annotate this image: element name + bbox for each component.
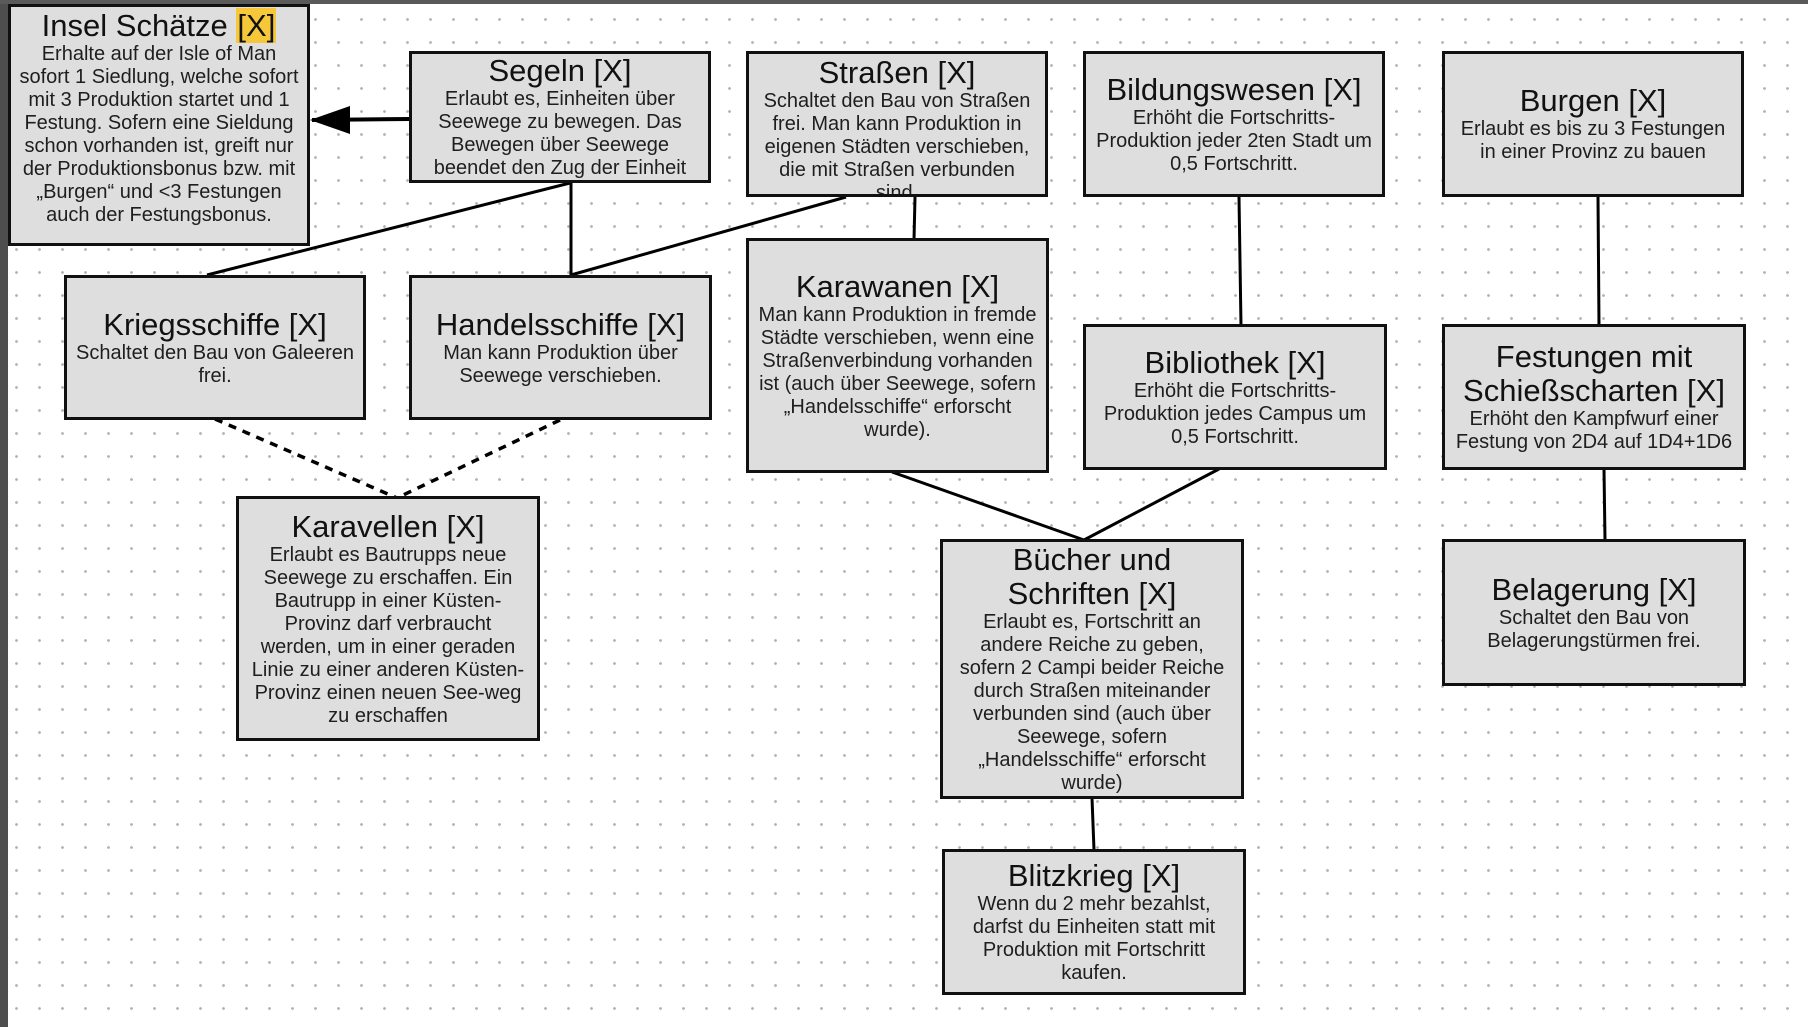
node-description: Erlaubt es Bautrupps neue Seewege zu ers… <box>251 543 525 727</box>
node-karawanen[interactable]: Karawanen [X] Man kann Produktion in fre… <box>746 238 1049 473</box>
node-strassen[interactable]: Straßen [X] Schaltet den Bau von Straßen… <box>746 51 1048 197</box>
node-title: Karawanen [X] <box>795 268 1000 304</box>
node-description: Man kann Produktion in fremde Städte ver… <box>758 303 1037 441</box>
node-bibliothek[interactable]: Bibliothek [X] Erhöht die Fortschritts-P… <box>1083 324 1387 470</box>
node-description: Man kann Produktion über Seewege verschi… <box>443 341 678 387</box>
node-title: Bildungswesen [X] <box>1106 71 1362 107</box>
node-festungen-mit-schiessscharten[interactable]: Festungen mit Schießscharten [X] Erhöht … <box>1442 324 1746 470</box>
node-belagerung[interactable]: Belagerung [X] Schaltet den Bau von Bela… <box>1442 539 1746 686</box>
node-description: Schaltet den Bau von Galeeren frei. <box>76 341 354 387</box>
node-title: Bücher und Schriften [X] <box>1007 542 1177 611</box>
node-description: Erlaubt es, Fortschritt an andere Reiche… <box>959 611 1225 794</box>
node-karavellen[interactable]: Karavellen [X] Erlaubt es Bautrupps neue… <box>236 496 540 741</box>
node-title: Handelsschiffe [X] <box>435 306 686 342</box>
node-kriegsschiffe[interactable]: Kriegsschiffe [X] Schaltet den Bau von G… <box>64 275 366 420</box>
edge-karawanen-buecher <box>891 470 1085 542</box>
node-handelsschiffe[interactable]: Handelsschiffe [X] Man kann Produktion ü… <box>409 275 712 420</box>
edge-bibliothek-buecher <box>1083 467 1220 542</box>
node-description: Erhalte auf der Isle of Man sofort 1 Sie… <box>19 43 299 226</box>
node-description: Wenn du 2 mehr bezahlst, darfst du Einhe… <box>972 893 1216 984</box>
node-burgen[interactable]: Burgen [X] Erlaubt es bis zu 3 Festungen… <box>1442 51 1744 197</box>
edge-kriegsschiffe-karavellen <box>214 417 398 500</box>
node-description: Erhöht die Fortschritts-Produktion jeder… <box>1096 106 1372 175</box>
node-title: Festungen mit Schießscharten [X] <box>1463 339 1725 408</box>
node-description: Erlaubt es bis zu 3 Festungen in einer P… <box>1460 118 1726 163</box>
node-title-text: Insel Schätze <box>41 8 228 43</box>
node-title: Burgen [X] <box>1519 83 1667 118</box>
node-title: Belagerung [X] <box>1491 571 1697 607</box>
node-description: Schaltet den Bau von Straßen frei. Man k… <box>763 90 1031 197</box>
edge-segeln-kriegsschiffe <box>206 181 571 277</box>
node-blitzkrieg[interactable]: Blitzkrieg [X] Wenn du 2 mehr bezahlst, … <box>942 849 1246 995</box>
node-title: Bibliothek [X] <box>1144 344 1326 380</box>
window-left-edge <box>0 0 8 1027</box>
node-description: Erlaubt es, Einheiten über Seewege zu be… <box>433 88 687 179</box>
node-bildungswesen[interactable]: Bildungswesen [X] Erhöht die Fortschritt… <box>1083 51 1385 197</box>
node-segeln[interactable]: Segeln [X] Erlaubt es, Einheiten über Se… <box>409 51 711 183</box>
edge-buecher-blitzkrieg <box>1090 797 1096 851</box>
node-title: Blitzkrieg [X] <box>1007 858 1181 893</box>
node-title: Karavellen [X] <box>291 508 485 544</box>
node-title: Straßen [X] <box>818 55 976 90</box>
node-description: Schaltet den Bau von Belagerungstürmen f… <box>1487 606 1701 652</box>
node-description: Erhöht die Fortschritts-Produktion jedes… <box>1103 379 1367 448</box>
node-buecher-und-schriften[interactable]: Bücher und Schriften [X] Erlaubt es, For… <box>940 539 1244 799</box>
edge-handelsschiffe-karavellen <box>396 418 561 500</box>
edge-strassen-karawanen <box>912 196 917 241</box>
edge-festungen-belagerung <box>1602 468 1607 541</box>
node-title: Kriegsschiffe [X] <box>103 306 327 342</box>
arrowhead-insel-schaetze <box>310 106 350 134</box>
edge-strassen-handelsschiffe <box>570 195 847 277</box>
node-description: Erhöht den Kampfwurf einer Festung von 2… <box>1455 408 1733 453</box>
highlighted-tag: [X] <box>236 8 277 43</box>
edge-bildungswesen-bibliothek <box>1237 196 1243 327</box>
node-insel-schaetze[interactable]: Insel Schätze [X] Erhalte auf der Isle o… <box>8 4 310 246</box>
node-title: Insel Schätze [X] <box>41 8 277 43</box>
window-top-edge <box>0 0 1808 4</box>
edge-burgen-festungen <box>1596 196 1601 327</box>
node-title: Segeln [X] <box>488 53 632 88</box>
